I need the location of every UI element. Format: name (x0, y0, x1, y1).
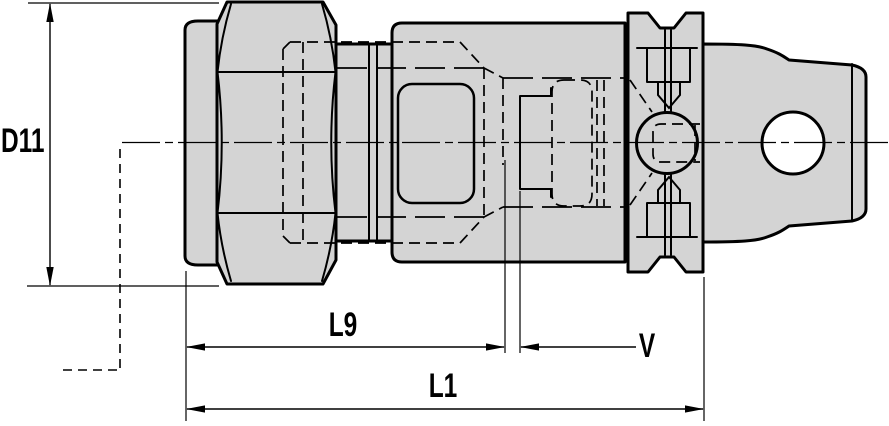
square-pocket (396, 82, 476, 205)
l9-arrow-left (186, 343, 205, 351)
dimension-label-d11: D11 (1, 122, 45, 160)
v-extension-lines (504, 160, 521, 353)
l1-arrow-left (186, 405, 205, 413)
dimension-label-v: V (639, 327, 656, 365)
l1-arrow-right (685, 405, 704, 413)
length-extension-lines (185, 271, 705, 421)
d11-arrow-down (46, 267, 54, 286)
d11-extension-lines (27, 2, 219, 287)
dimension-label-l9: L9 (329, 306, 358, 344)
dimension-v: V (520, 327, 655, 365)
dimension-l1: L1 (186, 367, 704, 413)
tap-square-hidden-pocket (551, 79, 605, 207)
l9-arrow-right (486, 343, 505, 351)
reference-step-line (63, 149, 121, 371)
cone-hidden-lines (629, 79, 653, 206)
extension-lines (27, 2, 705, 421)
dimension-l9: L9 (186, 306, 505, 351)
d11-arrow-up (46, 3, 54, 22)
dimension-d11: D11 (1, 3, 54, 286)
flange-slot-details (636, 29, 698, 256)
v-arrow-left (520, 343, 539, 351)
bore-step-hidden (483, 67, 504, 218)
dimension-label-l1: L1 (429, 367, 458, 405)
hidden-lines (282, 41, 700, 244)
